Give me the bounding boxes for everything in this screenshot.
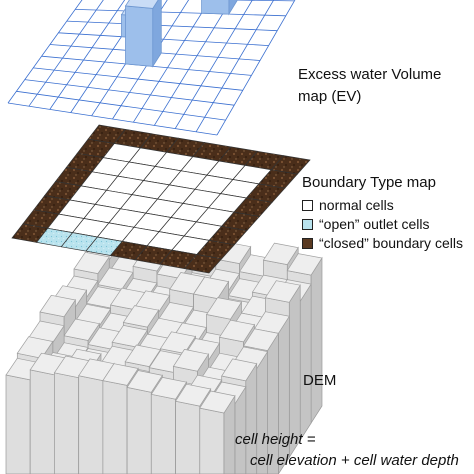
formula-line1: cell height =: [235, 431, 316, 448]
dem-layer: [5, 219, 323, 474]
ev-grid-line: [24, 79, 235, 106]
legend-item-closed: “closed” boundary cells: [302, 235, 463, 251]
ev-grid-line: [195, 0, 275, 133]
closed-boundary-cell: [183, 254, 223, 274]
water-volume-column: [124, 0, 162, 68]
ev-grid-line: [174, 0, 253, 129]
excess-water-volume-map: [7, 0, 296, 136]
ev-label-line2: map (EV): [298, 88, 362, 105]
ev-grid-line: [7, 102, 218, 136]
legend-item-open: “open” outlet cells: [302, 216, 430, 232]
ev-grid-line: [16, 90, 226, 121]
legend-label-open: “open” outlet cells: [319, 216, 430, 232]
closed-cell-swatch: [302, 237, 313, 249]
ev-grid-line: [208, 0, 295, 2]
ev-grid-line: [216, 0, 296, 136]
legend-label-normal: normal cells: [319, 197, 394, 213]
legend-item-normal: normal cells: [302, 197, 394, 213]
formula-line2: cell elevation + cell water depth: [250, 452, 459, 469]
legend-label-closed: “closed” boundary cells: [319, 235, 463, 251]
dem-block: [199, 390, 236, 474]
boundary-type-map: [11, 124, 311, 274]
normal-cell-swatch: [302, 199, 313, 211]
ev-grid-line: [33, 67, 243, 91]
boundary-map-title: Boundary Type map: [302, 174, 436, 191]
water-volume-column: [201, 0, 238, 16]
ev-label-line1: Excess water Volume: [298, 66, 442, 83]
dem-label: DEM: [303, 372, 337, 389]
open-cell-swatch: [302, 218, 313, 230]
